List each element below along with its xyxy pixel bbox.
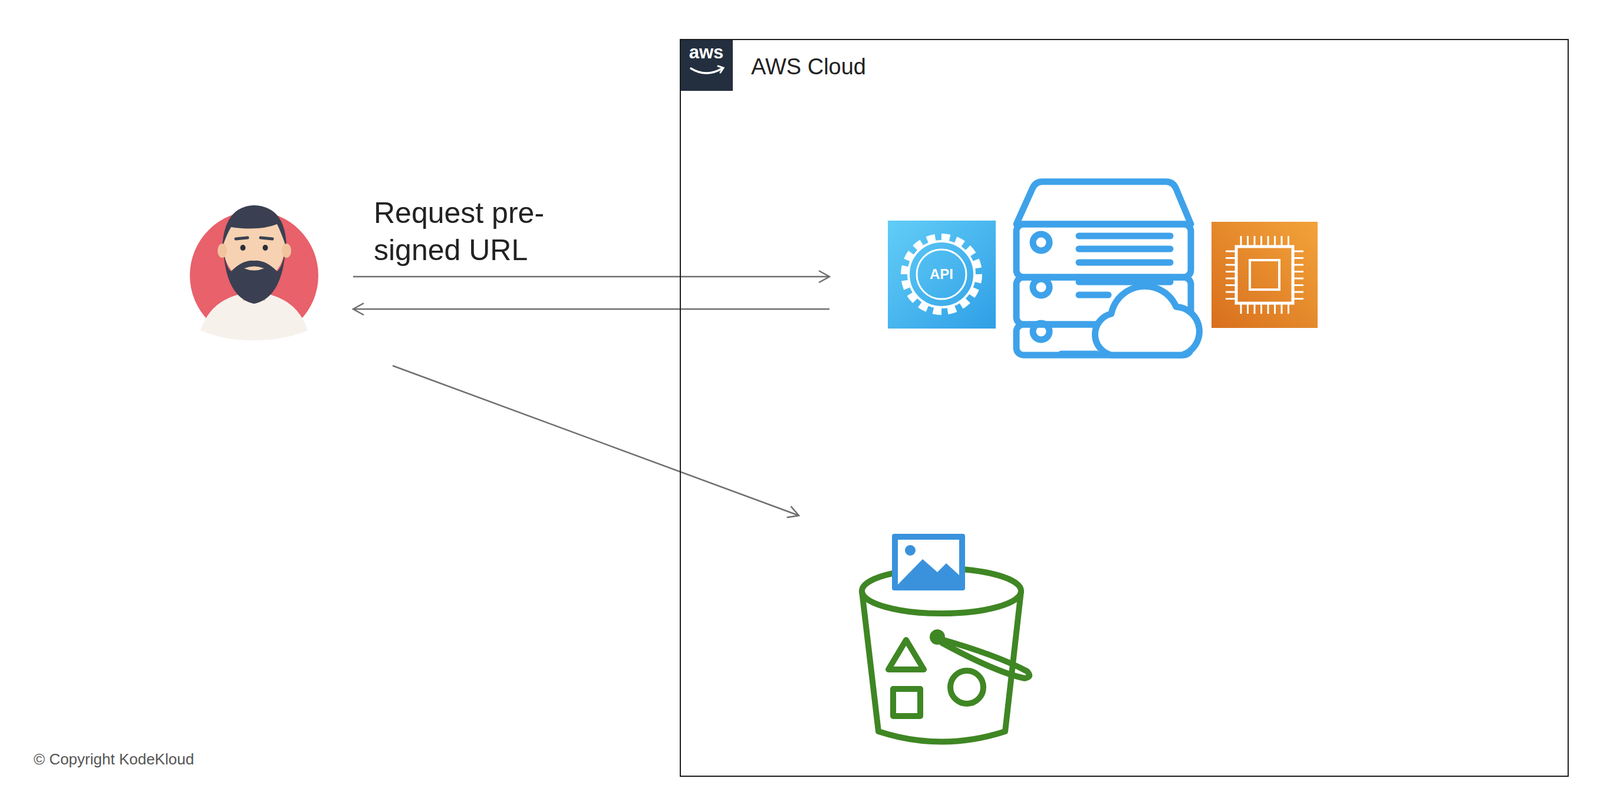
arrow-label: Request pre-signed URL	[373, 194, 604, 269]
server-icon	[1016, 181, 1200, 355]
user-avatar	[189, 205, 319, 341]
compute-chip-icon	[1211, 221, 1318, 328]
copyright-note: © Copyright KodeKloud	[33, 749, 194, 769]
cloud-group-box: AWS Cloud	[679, 38, 1569, 777]
aws-logo	[679, 38, 733, 91]
request-arrows	[353, 276, 830, 516]
image-icon	[891, 533, 966, 591]
icon-text: API	[929, 265, 954, 283]
logo-text: aws	[689, 41, 724, 64]
s3-bucket-icon	[861, 568, 1030, 742]
group-title: AWS Cloud	[751, 54, 867, 80]
api-gateway-icon	[887, 220, 996, 329]
